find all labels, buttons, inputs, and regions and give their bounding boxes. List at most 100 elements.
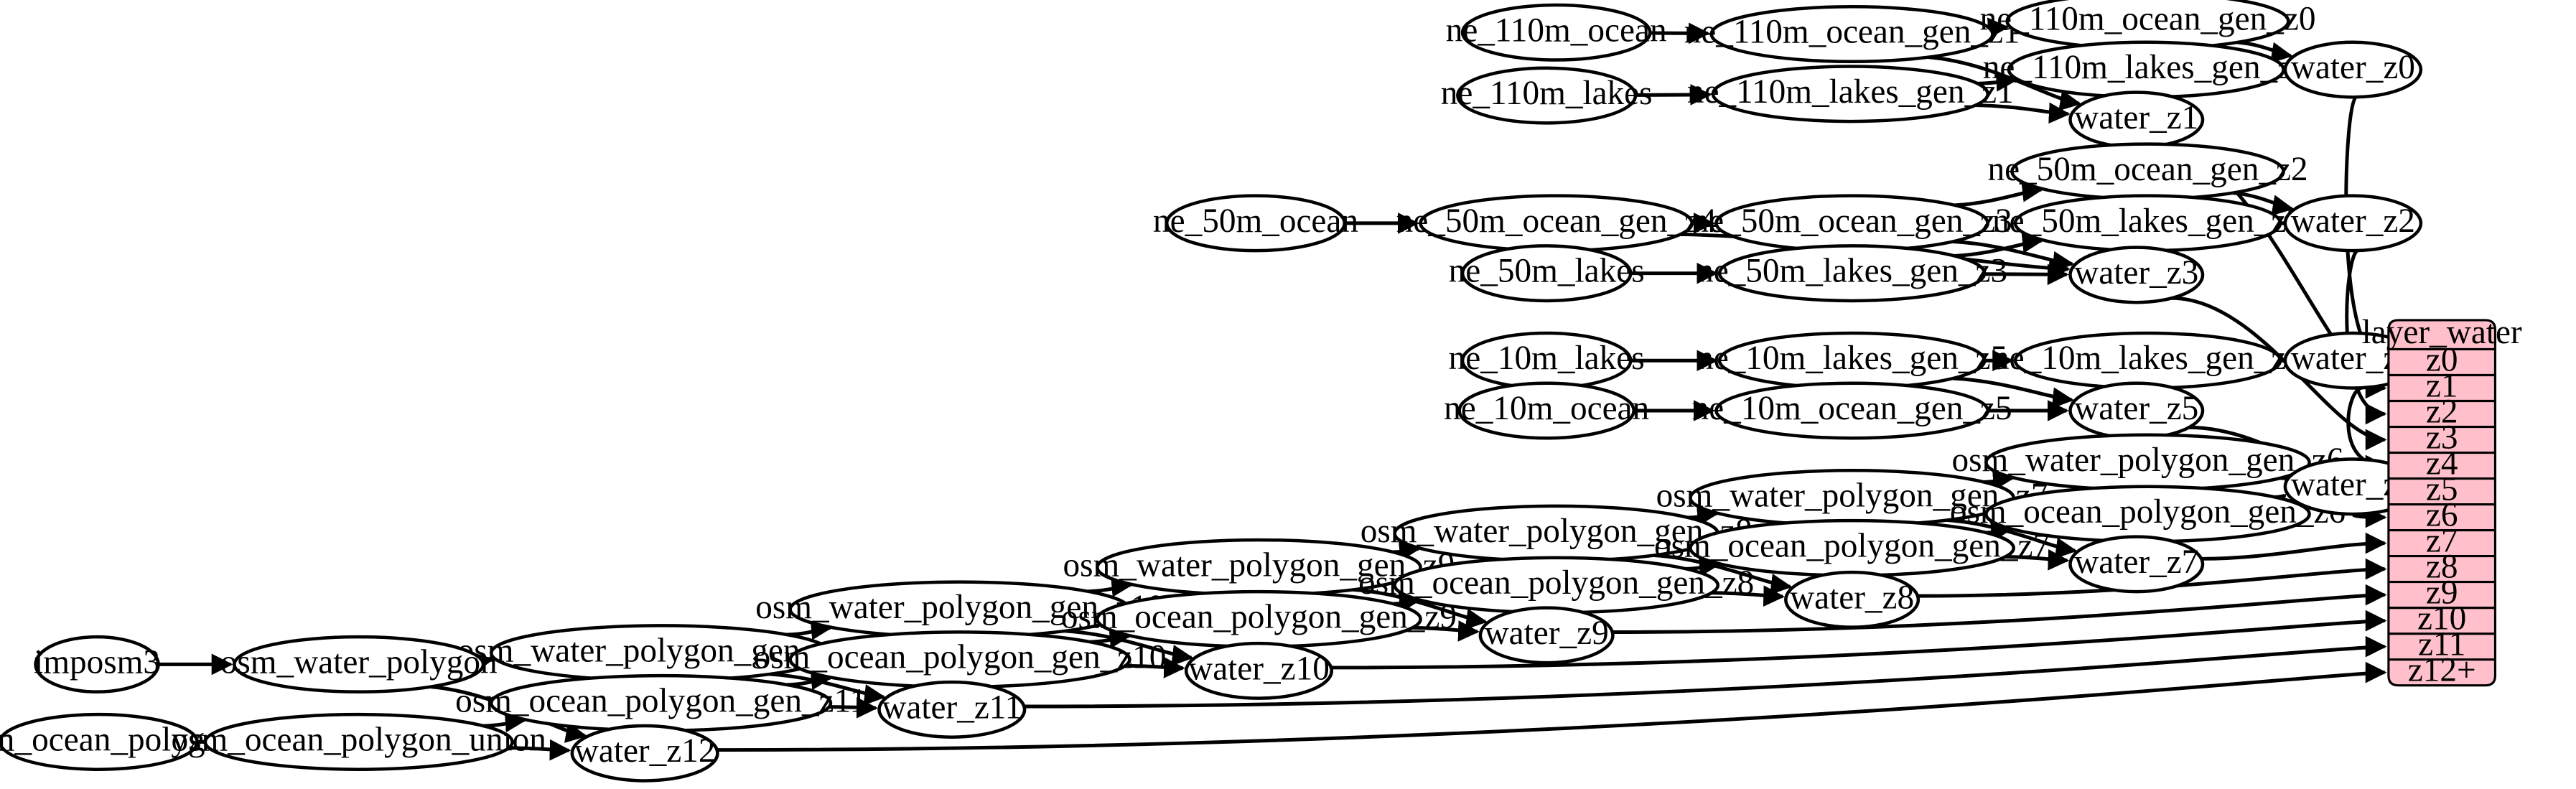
node-ne_10m_ocean_gen_z5[interactable]: ne_10m_ocean_gen_z5 [1692,381,2012,440]
node-label: osm_ocean_polygon_union [172,721,546,758]
node-shape [203,712,514,771]
node-label: ne_10m_lakes [1449,340,1645,377]
node-shape [1714,381,1989,440]
edge-ne_110m_lakes_gen_z1-to-ne_110m_lakes_gen_z0 [1977,70,2018,92]
node-ne_110m_lakes_gen_z0[interactable]: ne_110m_lakes_gen_z0 [1983,40,2310,99]
table-row-z4[interactable]: z4 [2426,445,2458,482]
node-label: osm_ocean_polygon_gen_z10 [754,639,1167,676]
node-water_z11[interactable]: water_z11 [877,680,1027,739]
table-row-z5[interactable]: z5 [2426,471,2458,508]
node-label: ne_10m_ocean [1444,390,1649,427]
node-osm_water_polygon_gen_z6[interactable]: osm_water_polygon_gen_z6 [1952,433,2344,492]
node-ne_110m_lakes_gen_z1[interactable]: ne_110m_lakes_gen_z1 [1687,65,2014,123]
node-osm_water_polygon_gen_z9[interactable]: osm_water_polygon_gen_z9 [1063,538,1455,597]
node-osm_water_polygon_gen_z7[interactable]: osm_water_polygon_gen_z7 [1656,469,2048,528]
node-shape [877,680,1027,739]
node-shape [2068,535,2205,594]
node-ne_10m_lakes[interactable]: ne_10m_lakes [1449,331,1645,390]
node-label: osm_ocean_polygon_gen_z7 [1654,527,2050,564]
node-label: osm_ocean_polygon_gen_z8 [1358,564,1754,602]
node-ne_50m_ocean[interactable]: ne_50m_ocean [1153,194,1358,253]
table-row-z6[interactable]: z6 [2426,497,2458,534]
node-shape [1711,65,1989,123]
node-water_z5[interactable]: water_z5 [2068,381,2205,440]
node-osm_water_polygon_gen_z8[interactable]: osm_water_polygon_gen_z8 [1361,504,1753,563]
table-row-z7[interactable]: z7 [2426,523,2458,560]
node-osm_ocean_polygon_gen_z10[interactable]: osm_ocean_polygon_gen_z10 [754,630,1167,689]
node-label: water_z11 [882,688,1022,726]
node-ne_10m_ocean[interactable]: ne_10m_ocean [1444,381,1649,440]
node-water_z3[interactable]: water_z3 [2068,246,2205,304]
node-osm_ocean_polygon_gen_z8[interactable]: osm_ocean_polygon_gen_z8 [1358,556,1754,615]
table-row-z11[interactable]: z11 [2418,626,2465,663]
node-label: water_z2 [2291,202,2415,240]
node-water_z12[interactable]: water_z12 [570,724,719,783]
node-label: osm_water_polygon_gen_z9 [1063,546,1455,584]
edge-osm_water_polygon_gen_z9-to-water_z9 [1353,587,1488,630]
node-ne_10m_lakes_gen_z5[interactable]: ne_10m_lakes_gen_z5 [1697,331,2007,390]
node-label: ne_10m_lakes_gen_z5 [1697,340,2007,377]
node-label: water_z5 [2074,390,2198,427]
node-label: water_z8 [1790,579,1914,616]
layer-water-table: layer_waterz0z1z2z3z4z5z6z7z8z9z10z11z12… [2362,314,2522,688]
node-water_z9[interactable]: water_z9 [1478,606,1615,665]
node-shape [1460,3,1652,62]
node-ne_110m_ocean_gen_z0[interactable]: ne_110m_ocean_gen_z0 [1980,0,2316,51]
node-ne_50m_ocean_gen_z3[interactable]: ne_50m_ocean_gen_z3 [1692,194,2012,253]
node-osm_ocean_polygon_gen_z6[interactable]: osm_ocean_polygon_gen_z6 [1950,485,2346,543]
node-water_z8[interactable]: water_z8 [1784,570,1921,629]
table-row-z3[interactable]: z3 [2426,419,2458,456]
node-ne_50m_lakes_gen_z3[interactable]: ne_50m_lakes_gen_z3 [1697,244,2007,303]
node-label: osm_water_polygon [220,643,498,681]
table-row-z10[interactable]: z10 [2417,600,2466,638]
node-ne_50m_ocean_gen_z2[interactable]: ne_50m_ocean_gen_z2 [1987,142,2308,201]
node-osm_ocean_polygon[interactable]: osm_ocean_polygon [0,712,239,771]
node-label: ne_110m_lakes_gen_z1 [1687,73,2014,111]
node-osm_water_polygon[interactable]: osm_water_polygon [220,635,498,694]
node-label: ne_110m_lakes [1441,75,1653,112]
node-ne_110m_ocean_gen_z1[interactable]: ne_110m_ocean_gen_z1 [1684,5,2020,64]
node-label: ne_50m_ocean_gen_z4 [1396,202,1717,240]
edge-osm_water_polygon_gen_z11-to-water_z11 [769,672,886,706]
node-label: ne_110m_ocean [1446,11,1667,49]
node-imposm3[interactable]: imposm3 [34,635,160,694]
node-water_z1[interactable]: water_z1 [2068,90,2205,149]
node-shape [1717,244,1987,303]
table-row-z0[interactable]: z0 [2426,341,2458,378]
node-osm_ocean_polygon_union[interactable]: osm_ocean_polygon_union [172,712,546,771]
node-water_z2[interactable]: water_z2 [2283,194,2423,253]
node-water_z7[interactable]: water_z7 [2068,535,2205,594]
node-label: osm_water_polygon_gen_z8 [1361,513,1753,550]
edge-ne_110m_ocean_gen_z1-to-ne_110m_ocean_gen_z0 [1987,17,2010,39]
node-shape [2283,194,2423,253]
edge-osm_ocean_polygon_gen_z9-to-water_z9 [1412,620,1480,642]
node-label: water_z1 [2074,99,2198,136]
table-row-z2[interactable]: z2 [2426,393,2458,430]
node-shape [233,635,485,694]
node-ne_50m_lakes_gen_z2[interactable]: ne_50m_lakes_gen_z2 [1992,194,2303,253]
edge-osm_water_polygon_gen_z8-to-water_z8 [1653,554,1793,595]
node-ne_50m_ocean_gen_z4[interactable]: ne_50m_ocean_gen_z4 [1396,194,1717,253]
node-label: water_z12 [574,732,716,770]
node-ne_10m_lakes_gen_z4[interactable]: ne_10m_lakes_gen_z4 [1992,331,2303,390]
layer-water-shell [2387,319,2497,687]
edge-water_z7-to-layer_water-z7 [2201,532,2387,561]
node-label: ne_50m_ocean_gen_z3 [1692,202,2012,240]
node-osm_ocean_polygon_gen_z9[interactable]: osm_ocean_polygon_gen_z9 [1061,589,1457,648]
table-row-z8[interactable]: z8 [2426,548,2458,586]
node-shape [2068,246,2205,304]
edge-ne_50m_lakes_gen_z3-to-ne_50m_lakes_gen_z2 [1954,232,2044,258]
node-ne_110m_ocean[interactable]: ne_110m_ocean [1446,3,1667,62]
edge-osm_ocean_polygon_gen_z11-to-water_z11 [829,696,878,719]
table-row-z9[interactable]: z9 [2426,574,2458,612]
node-ne_50m_lakes[interactable]: ne_50m_lakes [1449,244,1645,303]
node-water_z10[interactable]: water_z10 [1184,641,1334,700]
node-ne_110m_lakes[interactable]: ne_110m_lakes [1441,66,1653,125]
node-osm_ocean_polygon_gen_z11[interactable]: osm_ocean_polygon_gen_z11 [455,673,867,732]
table-row-z1[interactable]: z1 [2426,367,2458,404]
node-label: ne_50m_lakes_gen_z3 [1697,253,2007,290]
table-row-z12plus[interactable]: z12+ [2408,652,2476,689]
node-water_z0[interactable]: water_z0 [2283,40,2423,99]
